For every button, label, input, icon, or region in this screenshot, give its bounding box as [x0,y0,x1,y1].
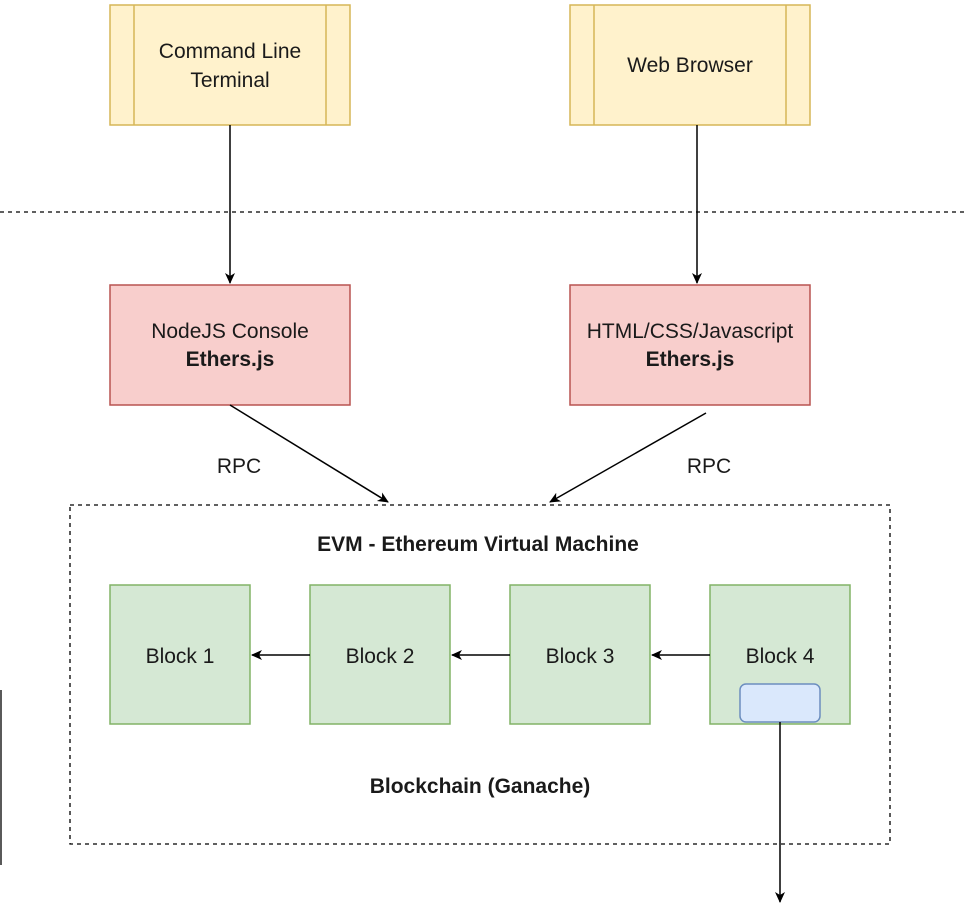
browser-node[interactable]: Web Browser [569,4,811,126]
block-4[interactable]: Block 4 [709,584,851,725]
block-3-label: Block 3 [546,645,615,668]
rpc-arrow-right [549,412,707,503]
rpc-label-left: RPC [217,455,261,478]
terminal-node[interactable]: Command Line Terminal [109,4,351,126]
blockchain-label: Blockchain (Ganache) [370,775,591,798]
block-2-label: Block 2 [346,645,415,668]
nodejs-console-node[interactable]: NodeJS Console Ethers.js [109,284,351,406]
web-app-node[interactable]: HTML/CSS/Javascript Ethers.js [569,284,811,406]
web-app-label-line2: Ethers.js [646,348,735,371]
block-4-label: Block 4 [746,645,815,668]
terminal-label-line1: Command Line [159,40,301,63]
block-1[interactable]: Block 1 [109,584,251,725]
nodejs-label-line2: Ethers.js [186,348,275,371]
block-1-label: Block 1 [146,645,215,668]
browser-label: Web Browser [627,54,753,77]
block-2[interactable]: Block 2 [309,584,451,725]
rpc-arrow-left [229,404,389,503]
evm-title: EVM - Ethereum Virtual Machine [317,533,639,556]
terminal-label-line2: Terminal [190,69,269,92]
rpc-label-right: RPC [687,455,731,478]
nodejs-label-line1: NodeJS Console [151,320,309,343]
evm-container[interactable]: EVM - Ethereum Virtual Machine Blockchai… [69,504,891,845]
block-3[interactable]: Block 3 [509,584,651,725]
web-app-label-line1: HTML/CSS/Javascript [587,320,794,343]
transaction-shape[interactable] [739,683,821,723]
